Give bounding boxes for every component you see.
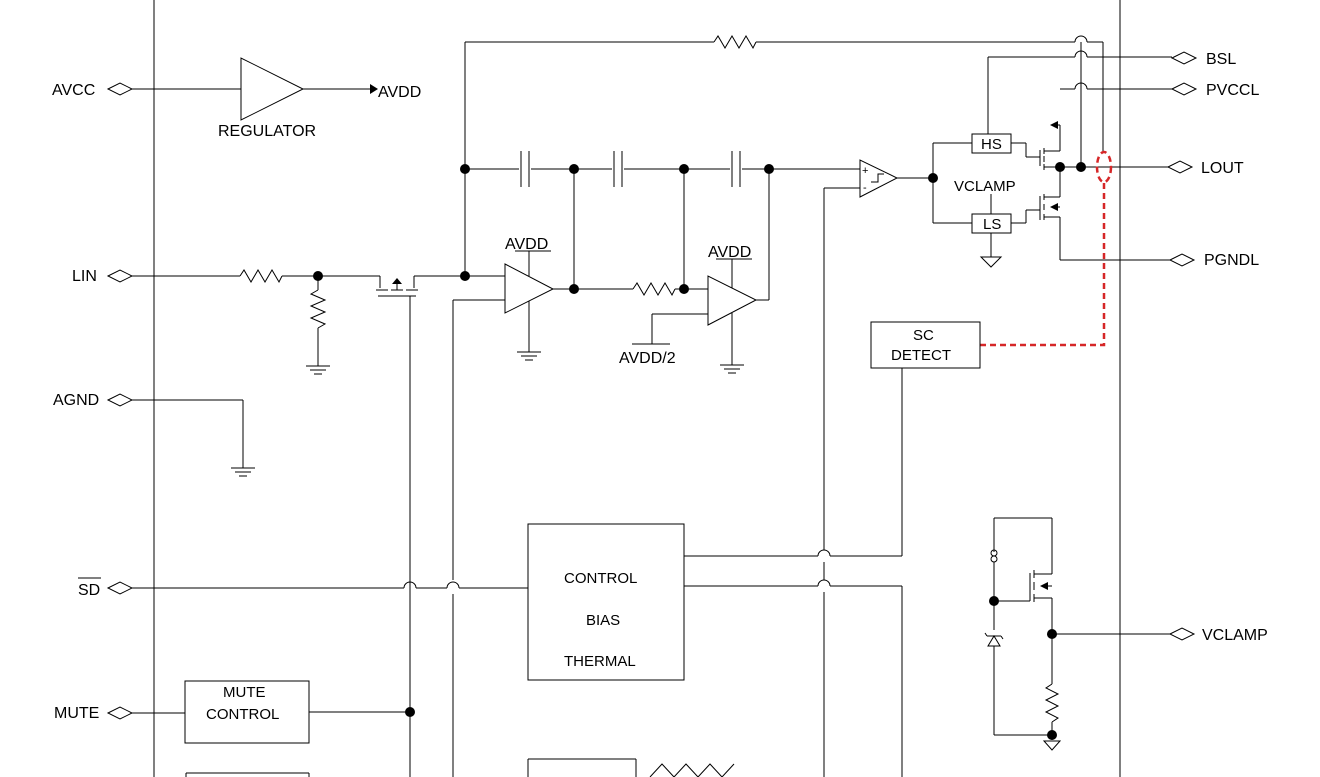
mute-control-line2: CONTROL bbox=[206, 706, 279, 723]
pin-bsl: BSL bbox=[1170, 51, 1236, 68]
sd-line bbox=[132, 581, 528, 589]
pin-sd: SD bbox=[78, 577, 134, 599]
pin-pvccl-label: PVCCL bbox=[1206, 82, 1259, 99]
pin-lout: LOUT bbox=[1166, 160, 1244, 177]
interstage-resistor bbox=[632, 282, 676, 297]
pin-pgndl-label: PGNDL bbox=[1204, 252, 1259, 269]
ground-arrow-icon bbox=[1042, 740, 1062, 751]
avdd-output-label: AVDD bbox=[378, 84, 421, 101]
comparator-triangle bbox=[859, 159, 899, 198]
amplifier-2: AVDD AVDD/2 bbox=[619, 244, 769, 374]
feedback-network bbox=[460, 35, 1104, 300]
pin-pvccl-connector bbox=[1170, 82, 1198, 96]
comparator-plus: + bbox=[862, 165, 868, 177]
amp2-avdd-label: AVDD bbox=[708, 244, 751, 261]
ground-icon bbox=[720, 364, 744, 374]
bias-label: BIAS bbox=[586, 612, 620, 629]
sc-detect-block: SC DETECT bbox=[684, 321, 981, 557]
pin-vclamp-label: VCLAMP bbox=[1202, 627, 1268, 644]
sc-detect-line1: SC bbox=[913, 327, 934, 344]
pin-sd-connector bbox=[106, 581, 134, 595]
thermal-label: THERMAL bbox=[564, 653, 636, 670]
pin-mute-connector bbox=[106, 706, 134, 720]
pin-avcc-connector bbox=[106, 82, 134, 96]
pin-avcc-label: AVCC bbox=[52, 82, 95, 99]
triangle-wave-icon bbox=[649, 763, 735, 777]
ground-arrow-icon bbox=[979, 256, 1003, 268]
short-circuit-sense-highlight bbox=[980, 150, 1113, 347]
shunt-resistor bbox=[309, 289, 327, 329]
pin-sd-label: SD bbox=[78, 582, 100, 599]
hs-label: HS bbox=[981, 136, 1002, 153]
pin-mute-label: MUTE bbox=[54, 705, 99, 722]
high-side-mosfet bbox=[1039, 121, 1061, 170]
control-box bbox=[527, 523, 685, 681]
bottom-partial-blocks bbox=[185, 758, 735, 777]
sc-detect-box bbox=[870, 321, 981, 369]
low-side-mosfet bbox=[1039, 167, 1170, 261]
pin-agnd: AGND bbox=[53, 392, 134, 409]
pin-pvccl: PVCCL bbox=[1170, 82, 1259, 99]
hysteresis-icon bbox=[871, 173, 884, 183]
ground-icon bbox=[231, 467, 255, 477]
comparator-minus: - bbox=[863, 182, 867, 194]
pin-bsl-label: BSL bbox=[1206, 51, 1236, 68]
ground-icon bbox=[517, 351, 541, 361]
mute-control-block: MUTE CONTROL bbox=[132, 680, 415, 744]
vclamp-internal-label: VCLAMP bbox=[954, 178, 1016, 195]
amp1-avdd-label: AVDD bbox=[505, 236, 548, 253]
pin-lout-label: LOUT bbox=[1201, 160, 1244, 177]
control-label: CONTROL bbox=[564, 570, 637, 587]
pin-bsl-connector bbox=[1170, 51, 1198, 65]
regulator-triangle bbox=[240, 57, 305, 121]
sc-sense-line bbox=[980, 183, 1106, 347]
pin-pgndl-connector bbox=[1168, 253, 1196, 267]
avdd-half-label: AVDD/2 bbox=[619, 350, 676, 367]
pin-lin-label: LIN bbox=[72, 268, 97, 285]
pin-vclamp-connector bbox=[1168, 627, 1196, 641]
pin-lout-connector bbox=[1166, 160, 1194, 174]
pin-mute: MUTE bbox=[54, 705, 134, 722]
input-switch-transistor bbox=[376, 275, 505, 777]
pin-vclamp: VCLAMP bbox=[1168, 627, 1268, 644]
comparator: + - bbox=[817, 142, 972, 777]
pin-agnd-connector bbox=[106, 393, 134, 407]
lin-path bbox=[132, 269, 380, 375]
control-bias-thermal-block: CONTROL BIAS THERMAL bbox=[527, 523, 903, 777]
ls-label: LS bbox=[983, 216, 1001, 233]
regulator-label: REGULATOR bbox=[218, 123, 316, 140]
sc-detect-line2: DETECT bbox=[891, 347, 951, 364]
chip-boundary bbox=[153, 0, 1121, 777]
amplifier-1: AVDD bbox=[446, 236, 633, 777]
pin-avcc: AVCC bbox=[52, 82, 134, 99]
agnd-path bbox=[132, 399, 255, 477]
ground-icon bbox=[306, 365, 330, 375]
pin-lin-connector bbox=[106, 269, 134, 283]
vclamp-resistor bbox=[1044, 683, 1060, 723]
zener-diode-icon bbox=[984, 632, 1004, 735]
lout-sense-ellipse bbox=[1095, 150, 1113, 184]
pin-pgndl: PGNDL bbox=[1168, 252, 1259, 269]
input-resistor bbox=[239, 269, 283, 284]
mute-control-line1: MUTE bbox=[223, 684, 266, 701]
pin-agnd-label: AGND bbox=[53, 392, 99, 409]
arrow-head bbox=[370, 84, 378, 94]
feedback-resistor bbox=[713, 35, 757, 50]
output-stage: HS LS VCLAMP bbox=[954, 42, 1172, 268]
regulator: AVDD REGULATOR bbox=[132, 57, 421, 140]
pin-lin: LIN bbox=[72, 268, 134, 285]
vclamp-regulator bbox=[984, 517, 1170, 751]
